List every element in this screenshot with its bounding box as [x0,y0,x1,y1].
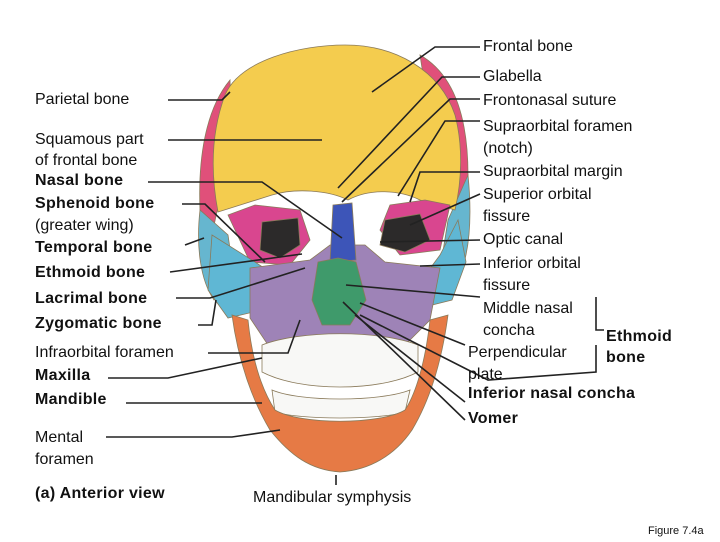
orbit-shadow-shape [259,213,431,259]
label-supraorbital-foramen: Supraorbital foramen [483,118,633,135]
label-optic-canal: Optic canal [483,231,564,248]
label-frontal-bone: Frontal bone [483,38,573,55]
label-supraorbital-notch: (notch) [483,140,533,157]
figure-number: Figure 7.4a [648,525,704,537]
nasal-bone-shape [329,202,357,263]
label-vomer: Vomer [468,410,519,427]
label-perpendicular: Perpendicular [468,344,567,361]
label-perpendicular-plate: plate [468,366,503,383]
label-ethmoid-group: Ethmoid [606,328,673,345]
label-squamous-part-line2: of frontal bone [35,152,138,169]
nasal-cavity-shape [311,257,367,326]
label-mandibular-symphysis: Mandibular symphysis [253,489,412,506]
label-squamous-part: Squamous part [35,131,144,148]
label-ethmoid-group-bone: bone [606,349,646,366]
label-temporal-bone: Temporal bone [35,239,153,256]
label-nasal-bone: Nasal bone [35,172,124,189]
label-middle-nasal-concha: concha [483,322,535,339]
leader-lines [106,46,604,485]
label-sphenoid-bone: Sphenoid bone [35,195,155,212]
label-inferior-nasal-concha: Inferior nasal concha [468,385,636,402]
label-inferior-orbital: Inferior orbital [483,255,581,272]
label-frontonasal-suture: Frontonasal suture [483,92,617,109]
label-superior-orbital: Superior orbital [483,186,592,203]
label-maxilla: Maxilla [35,367,91,384]
label-ethmoid-bone: Ethmoid bone [35,264,146,281]
label-mental-foramen: Mental [35,429,84,446]
label-lacrimal-bone: Lacrimal bone [35,290,148,307]
label-inferior-orbital-fissure: fissure [483,277,531,294]
frontal-bone-shape [212,44,462,213]
label-glabella: Glabella [483,68,542,85]
label-supraorbital-margin: Supraorbital margin [483,163,623,180]
label-sphenoid-greater-wing: (greater wing) [35,217,134,234]
mandible-bone-shape [231,314,449,473]
label-mental-foramen-line2: foramen [35,451,94,468]
label-mandible: Mandible [35,391,107,408]
label-middle-nasal: Middle nasal [483,300,573,317]
label-zygomatic-bone: Zygomatic bone [35,315,162,332]
label-parietal-bone: Parietal bone [35,91,130,108]
caption-anterior-view: (a) Anterior view [35,485,165,502]
label-superior-orbital-fissure: fissure [483,208,531,225]
label-infraorbital-foramen: Infraorbital foramen [35,344,174,361]
